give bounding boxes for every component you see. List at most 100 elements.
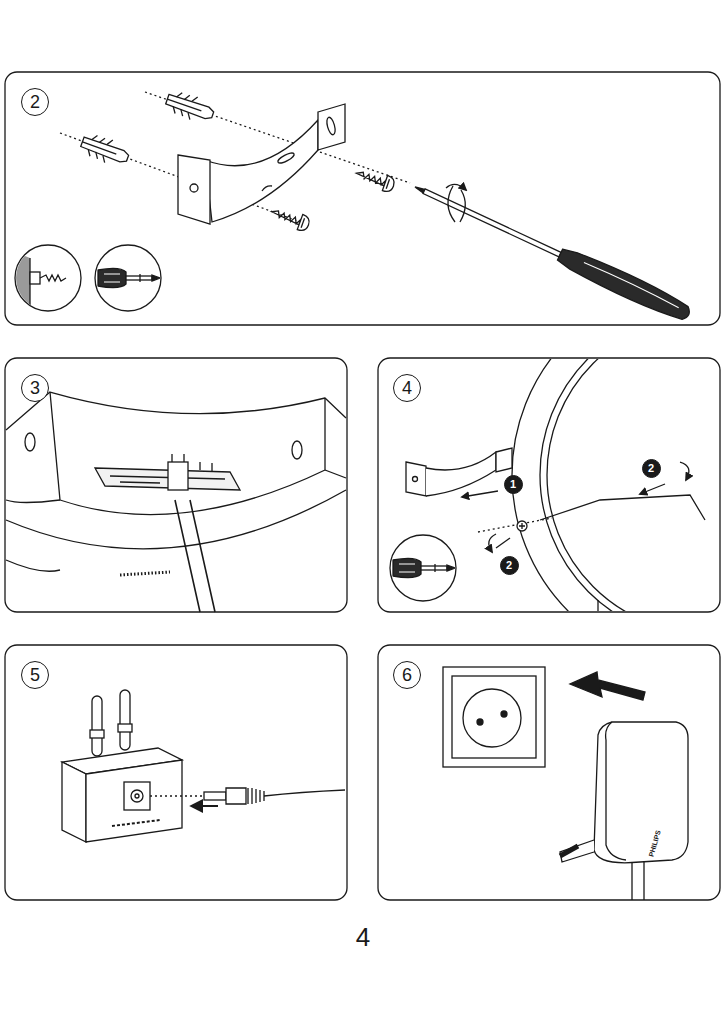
- line-art: [124, 782, 150, 810]
- line-art: [325, 116, 336, 135]
- line-art: [680, 462, 689, 480]
- line-art: [175, 500, 215, 612]
- line-art: [92, 696, 102, 756]
- line-art: [447, 565, 455, 571]
- bracket-closeup: [6, 392, 346, 612]
- line-art: [354, 166, 396, 194]
- line-art: [104, 274, 120, 282]
- line-art: [540, 359, 719, 611]
- line-art: [594, 722, 688, 863]
- line-art: [501, 711, 507, 717]
- line-art: [452, 676, 536, 758]
- number-text: 2: [648, 463, 654, 474]
- line-art: [570, 672, 645, 700]
- number-text: 2: [506, 560, 512, 571]
- number-text: 6: [402, 666, 412, 684]
- line-art: [640, 484, 665, 494]
- line-art: [393, 558, 455, 577]
- line-art: [98, 268, 160, 287]
- step-number: 5: [21, 661, 49, 689]
- line-art: [584, 262, 680, 308]
- step-number: 4: [393, 374, 421, 402]
- line-art: [86, 760, 182, 842]
- number-text: 4: [402, 379, 412, 397]
- line-art: [519, 523, 525, 529]
- number-text: 2: [30, 93, 40, 111]
- line-art: [226, 788, 246, 804]
- line-art: [446, 184, 466, 190]
- line-art: [478, 518, 552, 532]
- line-art: [462, 491, 498, 497]
- line-art: [5, 358, 347, 612]
- line-art: [496, 448, 512, 472]
- line-art: [78, 131, 131, 170]
- step-number: 2: [21, 88, 49, 116]
- line-art: [6, 490, 346, 549]
- number-text: 1: [510, 479, 516, 490]
- line-art: [477, 719, 483, 725]
- line-art: [463, 689, 521, 747]
- line-art: [560, 840, 594, 862]
- line-art: [318, 104, 345, 150]
- line-art: [25, 433, 35, 451]
- brand-label: PHILIPS: [648, 829, 662, 857]
- line-art: [423, 189, 561, 257]
- line-art: [205, 120, 318, 222]
- line-art: [5, 645, 347, 900]
- line-art: [390, 535, 456, 601]
- line-art: [399, 564, 415, 572]
- line-art: [40, 275, 66, 281]
- line-art: [393, 558, 421, 577]
- line-art: [443, 667, 545, 767]
- line-art: [95, 245, 161, 311]
- line-art: [512, 359, 719, 611]
- line-art: [135, 794, 139, 798]
- line-art: [139, 274, 140, 282]
- line-art: [386, 179, 389, 188]
- line-art: [434, 564, 435, 572]
- line-art: [50, 392, 325, 515]
- line-art: [555, 245, 693, 325]
- adapter-plug-in: [62, 690, 345, 842]
- line-art: [421, 566, 447, 570]
- line-art: [167, 99, 201, 111]
- wall-socket-plug-in: [443, 667, 688, 900]
- line-art: [192, 805, 218, 807]
- mounting-step: [10, 88, 693, 325]
- line-art: [269, 204, 311, 232]
- line-art: [98, 268, 126, 287]
- line-art: [190, 184, 198, 192]
- page-number: 4: [356, 924, 370, 950]
- line-art: [547, 359, 719, 611]
- line-art: [632, 862, 644, 900]
- line-art: [292, 441, 302, 459]
- line-art: [90, 730, 104, 738]
- callout-number: 2: [500, 556, 519, 575]
- line-art: [163, 88, 216, 126]
- line-art: [152, 275, 160, 281]
- line-art: [6, 500, 60, 503]
- line-art: [82, 142, 116, 154]
- number-text: 3: [30, 379, 40, 397]
- step-number: 3: [21, 374, 49, 402]
- line-art: [597, 600, 598, 611]
- line-art: [120, 572, 170, 575]
- step-number: 6: [393, 661, 421, 689]
- line-art: [410, 177, 693, 325]
- line-art: [6, 560, 60, 571]
- line-art: [512, 359, 719, 611]
- line-art: [413, 477, 418, 482]
- line-art: [448, 186, 465, 222]
- line-art: [426, 452, 496, 496]
- line-art: [406, 462, 426, 496]
- line-art: [277, 151, 296, 165]
- line-art: [378, 645, 720, 900]
- line-art: [264, 790, 345, 796]
- line-art: [301, 218, 304, 227]
- line-art: [29, 258, 30, 320]
- line-art: [112, 820, 160, 826]
- line-art: [178, 155, 210, 224]
